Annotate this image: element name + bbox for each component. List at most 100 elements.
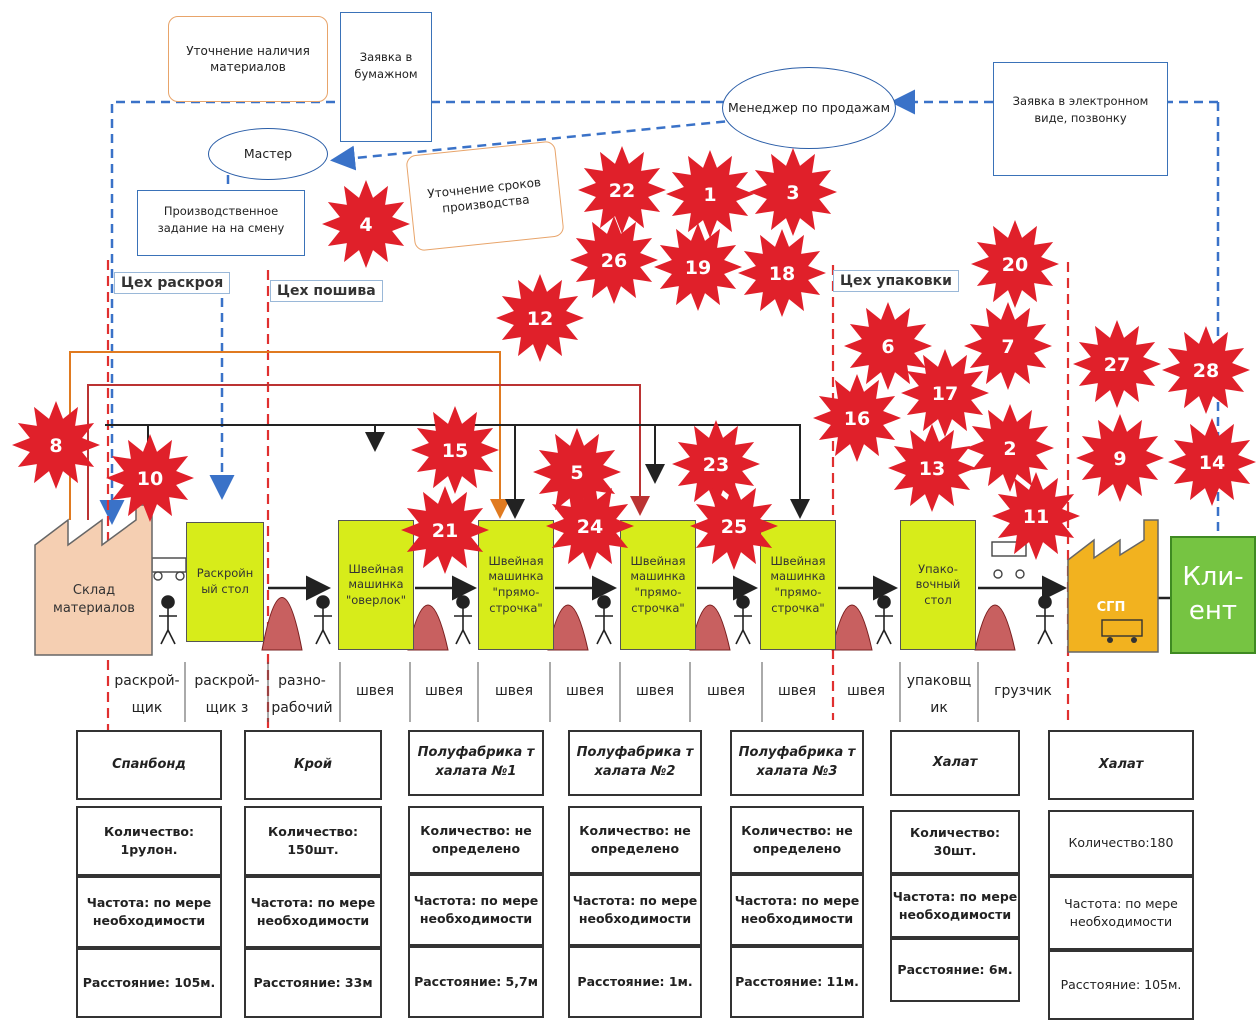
overlock-node: Швейная машинка "оверлок"	[338, 520, 414, 650]
data-box-title: Спанбонд	[76, 730, 222, 800]
burst-number: 22	[609, 180, 635, 202]
burst-star-icon	[12, 401, 100, 489]
data-box-title: Полуфабрика т халата №1	[408, 730, 544, 796]
kaizen-burst: 12	[496, 274, 584, 362]
burst-number: 20	[1002, 254, 1028, 276]
burst-number: 19	[685, 257, 711, 279]
kaizen-burst: 6	[844, 302, 932, 390]
burst-number: 26	[601, 250, 627, 272]
straight-stitch-2-label: Швейная машинка "прямо-строчка"	[630, 553, 686, 615]
burst-star-icon	[546, 482, 634, 570]
burst-number: 25	[721, 516, 747, 538]
kaizen-burst: 24	[546, 482, 634, 570]
worker-label: швея	[635, 683, 675, 699]
kaizen-burst: 27	[1073, 320, 1161, 408]
packing-table-label: Упако-вочный стол	[915, 561, 961, 607]
master-node: Мастер	[208, 128, 328, 180]
data-box-semi-3: Полуфабрика т халата №3 Количество: не о…	[730, 730, 864, 1018]
kaizen-burst: 9	[1076, 414, 1164, 502]
burst-star-icon	[1076, 414, 1164, 502]
burst-number: 2	[1003, 438, 1016, 460]
shop-packing-label: Цех упаковки	[833, 270, 959, 292]
burst-star-icon	[570, 216, 658, 304]
worker-label: упаковщ ик	[906, 673, 972, 716]
kaizen-burst: 14	[1168, 418, 1256, 506]
burst-number: 1	[703, 184, 716, 206]
kaizen-burst: 21	[401, 486, 489, 574]
overlock-label: Швейная машинка "оверлок"	[345, 561, 407, 607]
burst-number: 17	[932, 383, 958, 405]
worker-label: швея	[355, 683, 395, 699]
kaizen-burst: 11	[992, 472, 1080, 560]
burst-number: 6	[881, 336, 894, 358]
data-box-qty: Количество: 150шт.	[244, 806, 382, 876]
master-label: Мастер	[243, 146, 293, 162]
kaizen-burst: 10	[106, 434, 194, 522]
data-box-qty: Количество: не определено	[730, 806, 864, 874]
burst-number: 15	[442, 440, 468, 462]
cutting-table-label: Раскройн ый стол	[196, 566, 254, 596]
burst-star-icon	[322, 180, 410, 268]
sales-manager-label: Менеджер по продажам	[727, 100, 891, 116]
burst-number: 24	[577, 516, 603, 538]
burst-star-icon	[844, 302, 932, 390]
burst-star-icon	[1073, 320, 1161, 408]
burst-star-icon	[813, 374, 901, 462]
production-task-text: Производственное задание на на смену	[157, 204, 285, 235]
sales-manager-node: Менеджер по продажам	[722, 67, 896, 149]
kaizen-burst: 26	[570, 216, 658, 304]
burst-star-icon	[690, 482, 778, 570]
data-box-qty: Количество:180	[1048, 810, 1194, 876]
data-box-freq: Частота: по мере необходимости	[890, 874, 1020, 938]
kaizen-burst: 16	[813, 374, 901, 462]
burst-number: 21	[432, 520, 458, 542]
burst-star-icon	[966, 404, 1054, 492]
kaizen-burst: 2	[966, 404, 1054, 492]
burst-star-icon	[992, 472, 1080, 560]
kaizen-burst: 15	[411, 406, 499, 494]
data-box-freq: Частота: по мере необходимости	[244, 876, 382, 948]
worker-label: швея	[777, 683, 817, 699]
electronic-order-text: Заявка в электронном виде, позвонку	[1012, 94, 1149, 125]
burst-number: 3	[786, 182, 799, 204]
worker-label: швея	[846, 683, 886, 699]
kaizen-burst: 7	[964, 302, 1052, 390]
data-box-title: Халат	[890, 730, 1020, 796]
data-box-freq: Частота: по мере необходимости	[76, 876, 222, 948]
data-box-qty: Количество: 1рулон.	[76, 806, 222, 876]
data-box-qty: Количество: 30шт.	[890, 810, 1020, 874]
burst-star-icon	[1162, 326, 1250, 414]
data-box-title: Халат	[1048, 730, 1194, 800]
burst-star-icon	[964, 302, 1052, 390]
burst-star-icon	[401, 486, 489, 574]
kaizen-burst: 28	[1162, 326, 1250, 414]
burst-number: 4	[359, 214, 372, 236]
burst-number: 18	[769, 263, 795, 285]
kaizen-burst: 3	[749, 148, 837, 236]
burst-number: 5	[570, 462, 583, 484]
electronic-order-doc: Заявка в электронном виде, позвонку	[993, 62, 1168, 176]
shop-cutting-label: Цех раскроя	[114, 272, 231, 294]
worker-label: раскрой-щик	[114, 673, 180, 716]
data-box-freq: Частота: по мере необходимости	[568, 874, 702, 946]
worker-label: швея	[706, 683, 746, 699]
burst-number: 14	[1199, 452, 1225, 474]
burst-star-icon	[749, 148, 837, 236]
kaizen-burst: 22	[578, 146, 666, 234]
kaizen-burst: 20	[971, 220, 1059, 308]
burst-star-icon	[654, 223, 742, 311]
burst-number: 9	[1113, 448, 1126, 470]
kaizen-burst: 19	[654, 223, 742, 311]
burst-number: 10	[137, 468, 163, 490]
burst-star-icon	[901, 349, 989, 437]
burst-star-icon	[971, 220, 1059, 308]
burst-star-icon	[578, 146, 666, 234]
worker-label: разно-рабочий	[271, 673, 333, 716]
paper-order-doc: Заявка в бумажном	[340, 12, 432, 142]
kaizen-burst: 17	[901, 349, 989, 437]
burst-star-icon	[533, 428, 621, 516]
straight-stitch-1-node: Швейная машинка "прямо-строчка"	[478, 520, 554, 650]
burst-number: 13	[919, 458, 945, 480]
